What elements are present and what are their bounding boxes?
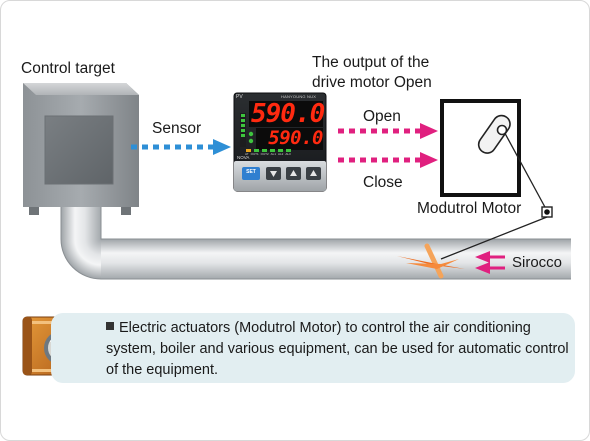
close-label: Close [363,174,403,191]
open-arrow [338,123,438,139]
led-label: AL2 [278,152,284,156]
sirocco-label: Sirocco [512,254,563,271]
led-label: OUT2 [260,152,269,156]
modutrol-motor [440,99,553,260]
led-label: OUT1 [250,152,259,156]
note-content: Electric actuators (Modutrol Motor) to c… [106,318,576,381]
led-label: AL3 [285,152,291,156]
modutrol-motor-label: Modutrol Motor [417,200,522,217]
temperature-controller [233,92,327,192]
control-target-label: Control target [21,60,115,77]
led-label: AL1 [270,152,276,156]
controller-sv-display: 590.0 [268,127,323,149]
open-label: Open [363,108,401,125]
note-box [51,313,575,383]
sensor-arrow [131,139,231,155]
controller-pv-display: 590.0 [251,99,325,129]
led-label: AT [245,152,249,156]
controller-led-labels: AT OUT1 OUT2 AL1 AL2 AL3 [245,152,323,156]
controller-model: NOVA [237,155,250,160]
controller-brand: HANYOUNG NUX [281,94,317,99]
close-arrow [338,152,438,168]
damper-blade [397,243,465,279]
note-text: Electric actuators (Modutrol Motor) to c… [106,320,569,378]
controller-pv-tag: PV [236,94,243,100]
sirocco-arrows [475,251,505,274]
output-title-label: The output of the drive motor Open [312,54,432,91]
bullet-icon [106,322,114,330]
control-target-box [23,83,139,215]
sensor-label: Sensor [152,120,202,137]
controller-set-button: SET [246,169,256,175]
